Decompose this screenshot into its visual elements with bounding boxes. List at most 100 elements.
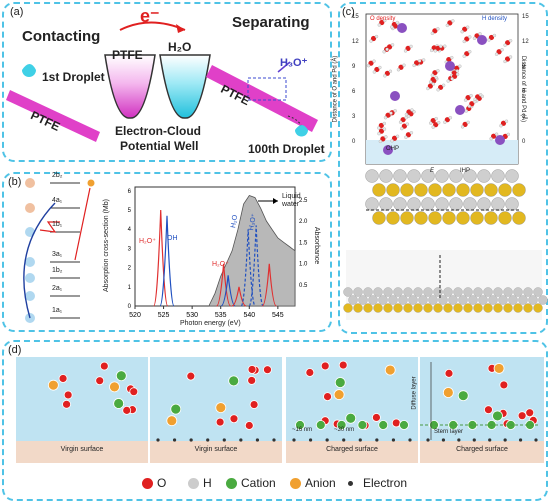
pd-atom xyxy=(456,183,470,197)
oxygen-atom xyxy=(95,376,105,386)
oxygen-atom xyxy=(438,84,444,90)
pd-atom xyxy=(484,183,498,197)
electron-dot xyxy=(308,438,313,442)
ptfe-bar-right xyxy=(206,65,318,132)
pd-atom xyxy=(463,197,477,211)
surface-atom xyxy=(418,295,428,305)
oxygen-atom xyxy=(372,413,381,422)
orbital-label: 3a₁ xyxy=(52,251,63,258)
electron-dot xyxy=(488,438,492,442)
oxygen-atom xyxy=(215,417,225,427)
contacting-title: Contacting xyxy=(22,28,101,45)
panel-d-label: (d) xyxy=(8,344,22,356)
pd-atom xyxy=(414,183,428,197)
absorption-peak xyxy=(240,229,256,307)
oxygen-atom xyxy=(406,109,412,115)
surface-atom xyxy=(348,295,358,305)
electron-dot xyxy=(156,438,160,442)
pd-atom xyxy=(505,169,519,183)
orbital-shape-icon xyxy=(25,203,35,213)
surface-atom xyxy=(363,303,373,313)
ion-atom xyxy=(445,61,455,71)
electron-dot xyxy=(222,438,226,442)
electron-dot xyxy=(457,438,461,442)
x-tick-label: 535 xyxy=(215,312,227,319)
y-tick-label: 4 xyxy=(128,227,132,233)
surface-atom xyxy=(518,295,528,305)
oxygen-atom xyxy=(469,101,475,107)
anion-ion xyxy=(333,389,345,400)
x-tick-label: 525 xyxy=(158,312,170,319)
y2-tick-label: 1.5 xyxy=(299,240,308,246)
surface-atom xyxy=(503,287,513,297)
right-tick-label: 15 xyxy=(522,14,529,20)
surface-atom xyxy=(393,303,403,313)
pd-atom xyxy=(512,211,526,225)
oxygen-atom xyxy=(384,70,390,76)
ion-atom xyxy=(390,91,400,101)
electron-label: e⁻ xyxy=(140,6,160,26)
oxygen-atom xyxy=(99,361,109,371)
oxygen-atom xyxy=(444,368,454,378)
annotation-h2o-plus-2: H₂O⁺ xyxy=(212,261,229,268)
surface-atom xyxy=(368,295,378,305)
pd-atom xyxy=(442,211,456,225)
surface-atom xyxy=(533,303,543,313)
oxygen-atom xyxy=(430,118,436,124)
oxygen-atom xyxy=(386,44,393,50)
surface-atom xyxy=(473,303,483,313)
oxygen-atom xyxy=(400,117,406,123)
left-tick-label: 9 xyxy=(352,64,356,70)
electron-dot xyxy=(472,438,476,442)
surface-region xyxy=(420,441,544,463)
oxygen-atom xyxy=(499,380,509,390)
oxygen-atom xyxy=(451,73,458,79)
cation-ion xyxy=(429,420,439,430)
surface-atom xyxy=(343,287,353,297)
electron-dot xyxy=(503,438,507,442)
surface-atom xyxy=(353,303,363,313)
water-region xyxy=(16,357,148,441)
right-tick-label: 3 xyxy=(522,114,526,120)
anion-ion xyxy=(384,364,396,376)
electron-dot xyxy=(375,438,379,442)
x-tick-label: 530 xyxy=(186,312,198,319)
cation-ion xyxy=(295,420,305,430)
oxygen-atom xyxy=(380,136,386,142)
emission-arrow xyxy=(74,187,91,261)
oxygen-atom xyxy=(391,21,397,28)
right-tick-label: 9 xyxy=(522,64,526,70)
spacing-30nm: ~30 nm xyxy=(334,427,355,433)
oxygen-atom xyxy=(491,133,497,139)
surface-atom xyxy=(413,303,423,313)
left-tick-label: 6 xyxy=(352,89,356,95)
spacing-16nm: ~16 nm xyxy=(292,427,313,433)
surface-atom xyxy=(468,295,478,305)
oxygen-atom xyxy=(414,60,420,66)
x-axis-label: Photon energy (eV) xyxy=(180,320,241,327)
oxygen-atom xyxy=(488,34,495,41)
oxygen-atom xyxy=(249,400,259,409)
surface-atom xyxy=(358,295,368,305)
ihp-label: IHP xyxy=(460,168,471,174)
right-tick-label: 6 xyxy=(522,89,526,95)
surface-atom xyxy=(438,295,448,305)
field-label: E xyxy=(430,168,435,174)
surface-atom xyxy=(398,295,408,305)
water-region xyxy=(150,357,282,441)
absorption-peak xyxy=(215,263,232,307)
electron-dot xyxy=(342,438,346,442)
orbital-shape-icon xyxy=(25,291,35,301)
surface-atom xyxy=(528,295,538,305)
ion-atom xyxy=(397,23,407,33)
legend-anion-label: Anion xyxy=(305,476,336,490)
orbital-label: 1b₂ xyxy=(52,267,63,274)
pd-atom xyxy=(470,211,484,225)
oxygen-atom xyxy=(433,122,439,128)
electron-dot xyxy=(206,438,210,442)
pd-atom xyxy=(435,169,449,183)
pd-atom xyxy=(400,211,414,225)
oxygen-atom xyxy=(263,365,272,375)
ion-atom xyxy=(495,135,505,145)
